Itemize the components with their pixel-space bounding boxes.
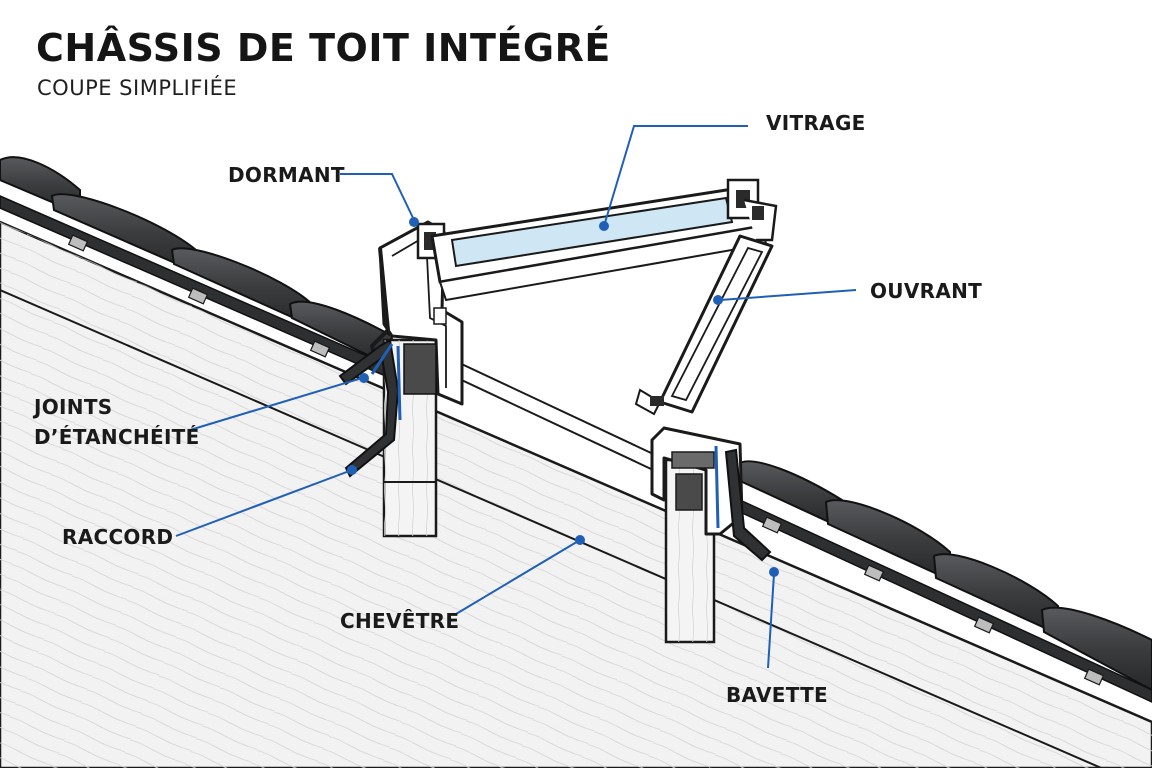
label-ouvrant: OUVRANT xyxy=(870,279,982,303)
label-raccord: RACCORD xyxy=(62,525,173,549)
roof-tiles-left xyxy=(0,156,394,368)
frame-lower xyxy=(650,426,772,562)
label-bavette: BAVETTE xyxy=(726,683,828,707)
leader-lines xyxy=(175,125,857,669)
label-joints-line1: JOINTS xyxy=(32,395,112,419)
glazing-pane xyxy=(430,178,778,302)
diagram-title: CHÂSSIS DE TOIT INTÉGRÉ xyxy=(36,26,611,70)
label-dormant: DORMANT xyxy=(228,163,345,187)
roof-tiles-right xyxy=(737,460,1152,692)
label-joints-line2: D’ÉTANCHÉITÉ xyxy=(34,425,200,449)
flashing-left xyxy=(338,338,437,478)
label-chevetre: CHEVÊTRE xyxy=(340,609,459,633)
sash-ouvrant xyxy=(634,234,774,416)
diagram-subtitle: COUPE SIMPLIFIÉE xyxy=(37,76,238,100)
label-vitrage: VITRAGE xyxy=(766,111,866,135)
